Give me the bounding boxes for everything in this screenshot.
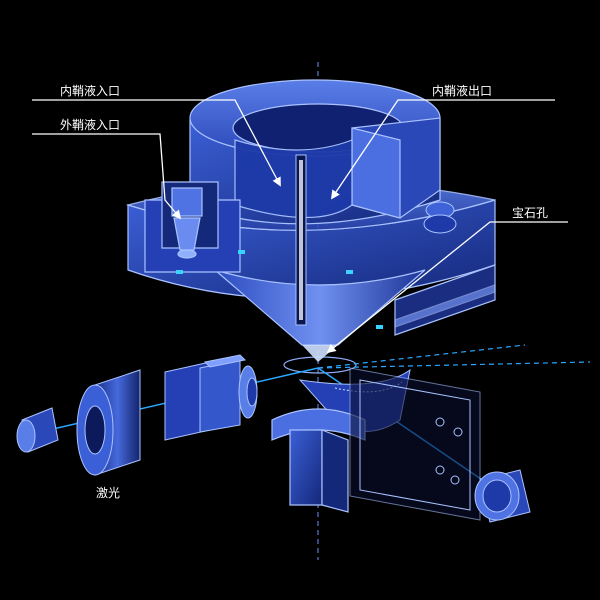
- laser-source: [16, 407, 59, 453]
- filter-blocks: [164, 354, 247, 441]
- side-knob: [423, 201, 457, 234]
- leader-inner-outlet: [330, 99, 555, 200]
- leader-outer-inlet: [32, 133, 182, 220]
- callouts: [32, 99, 568, 354]
- nozzle-body: [125, 79, 496, 346]
- leader-jewel-hole: [326, 221, 568, 354]
- laser-beam-scatter-2: [317, 361, 591, 369]
- seal-markers: [176, 250, 383, 329]
- label-inner-inlet: 内鞘液入口: [60, 83, 120, 98]
- lens-disc: [238, 365, 258, 419]
- detector-cap: [474, 469, 531, 523]
- deflector-block: [271, 408, 366, 513]
- label-outer-inlet: 外鞘液入口: [60, 117, 120, 132]
- label-inner-outlet: 内鞘液出口: [432, 83, 492, 98]
- laser-beam-scatter-1: [317, 344, 526, 369]
- aperture-plate: [349, 367, 481, 521]
- leader-inner-inlet: [32, 99, 281, 187]
- lens-ring: [76, 369, 141, 476]
- label-jewel-hole: 宝石孔: [512, 206, 548, 220]
- inner-channel: [295, 154, 307, 326]
- label-laser: 激光: [96, 486, 120, 500]
